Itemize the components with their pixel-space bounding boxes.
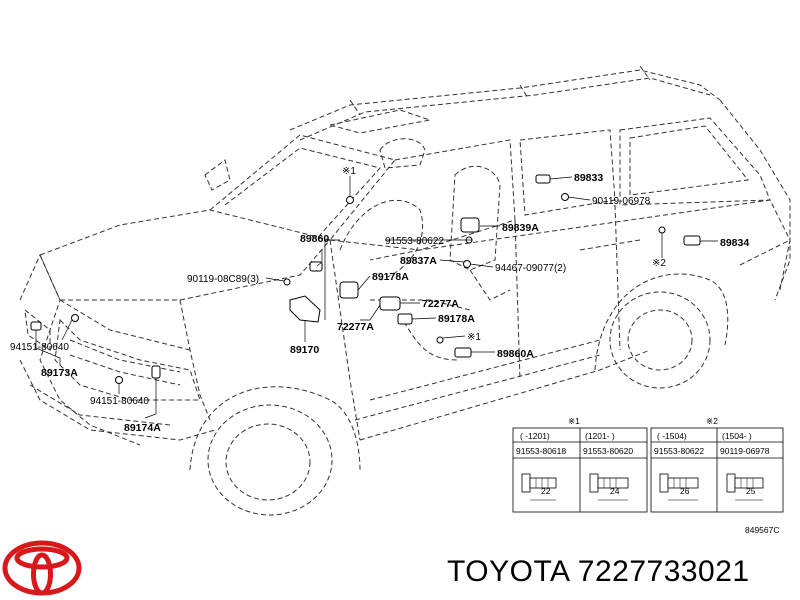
label-89178a-2: 89178A (438, 313, 475, 325)
label-90119-08c89: 90119-08C89(3) (187, 274, 259, 285)
footer-part-number: 7227733021 (577, 555, 750, 588)
label-89860a: 89860A (497, 348, 534, 360)
label-90119-06978: 90119-06978 (592, 196, 651, 207)
label-72277a-2: 72277A (337, 321, 374, 333)
table1-range-2: (1201- ) (585, 431, 615, 441)
bolt-mark1-mid-part (436, 336, 444, 344)
table2-range-1: ( -1504) (657, 431, 687, 441)
sensor-89833-part (535, 174, 551, 184)
fastener-table-1: ※1 ( -1201) (1201- ) 91553-80618 91553-8… (512, 416, 648, 513)
table1-dim-2: 24 (610, 486, 620, 496)
part-labels: 89833 90119-06978 ※1 89860 91553-80622 8… (10, 166, 749, 434)
component-parts (30, 174, 701, 384)
label-72277a-1: 72277A (422, 298, 459, 310)
bolt-94151-80640-1-part (71, 314, 79, 322)
label-94151-80640-1: 94151-80640 (10, 342, 69, 353)
sensor-89178a-2-part (397, 313, 413, 325)
bolt-mark2-part (658, 226, 666, 234)
table1-range-1: ( -1201) (520, 431, 550, 441)
footer-brand: TOYOTA (447, 555, 569, 588)
vehicle-outline (19, 65, 791, 516)
bolt-90119-08c89-part (283, 278, 291, 286)
label-89833: 89833 (574, 172, 603, 184)
sensor-89173a-part (30, 321, 42, 331)
table1-mark: ※1 (568, 416, 580, 426)
sensor-89860a-part (454, 347, 472, 358)
bracket-72277a-part (379, 296, 401, 311)
sensor-89178a-1-part (339, 281, 359, 299)
bolt-icon (659, 473, 699, 501)
label-mark2: ※2 (652, 258, 666, 269)
table2-range-2: (1504- ) (722, 431, 752, 441)
table2-part-1: 91553-80622 (654, 446, 704, 456)
ecu-89170-part (289, 295, 321, 323)
label-89173a: 89173A (41, 367, 78, 379)
bolt-icon (521, 473, 557, 501)
bolt-90119-06978-part (561, 193, 569, 201)
footer-part-caption: TOYOTA 7227733021 (447, 555, 750, 589)
label-94467-09077: 94467-09077(2) (495, 263, 566, 274)
bolt-94151-80640-2-part (115, 376, 123, 384)
toyota-logo (2, 540, 82, 596)
bolt-icon (726, 473, 764, 501)
label-89178a-1: 89178A (372, 271, 409, 283)
diagram-code: 849567C (745, 525, 780, 535)
label-89834: 89834 (720, 237, 749, 249)
label-mark1-mid: ※1 (467, 332, 481, 343)
sensor-89174a-part (151, 365, 161, 379)
label-94151-80640-2: 94151-80640 (90, 396, 149, 407)
label-89860: 89860 (300, 233, 329, 245)
table2-part-2: 90119-06978 (720, 446, 770, 456)
leader-lines (35, 176, 718, 419)
table2-dim-2: 25 (746, 486, 756, 496)
label-mark1-top: ※1 (342, 166, 356, 177)
sensor-89834-part (683, 235, 701, 246)
table1-part-2: 91553-80620 (583, 446, 633, 456)
table2-dim-1: 26 (680, 486, 690, 496)
table1-part-1: 91553-80618 (516, 446, 566, 456)
bolt-icon (589, 473, 629, 501)
bolt-mark1-part (346, 196, 354, 204)
table2-mark: ※2 (706, 416, 718, 426)
nut-94467-part (463, 260, 471, 268)
table1-dim-1: 22 (541, 486, 551, 496)
label-89174a: 89174A (124, 422, 161, 434)
label-89839a: 89839A (502, 222, 539, 234)
sensor-89839a-part (460, 217, 480, 233)
label-89837a: 89837A (400, 255, 437, 267)
fastener-table-2: ※2 ( -1504) (1504- ) 91553-80622 90119-0… (650, 416, 784, 513)
label-91553-80622: 91553-80622 (385, 236, 444, 247)
label-89170: 89170 (290, 344, 319, 356)
